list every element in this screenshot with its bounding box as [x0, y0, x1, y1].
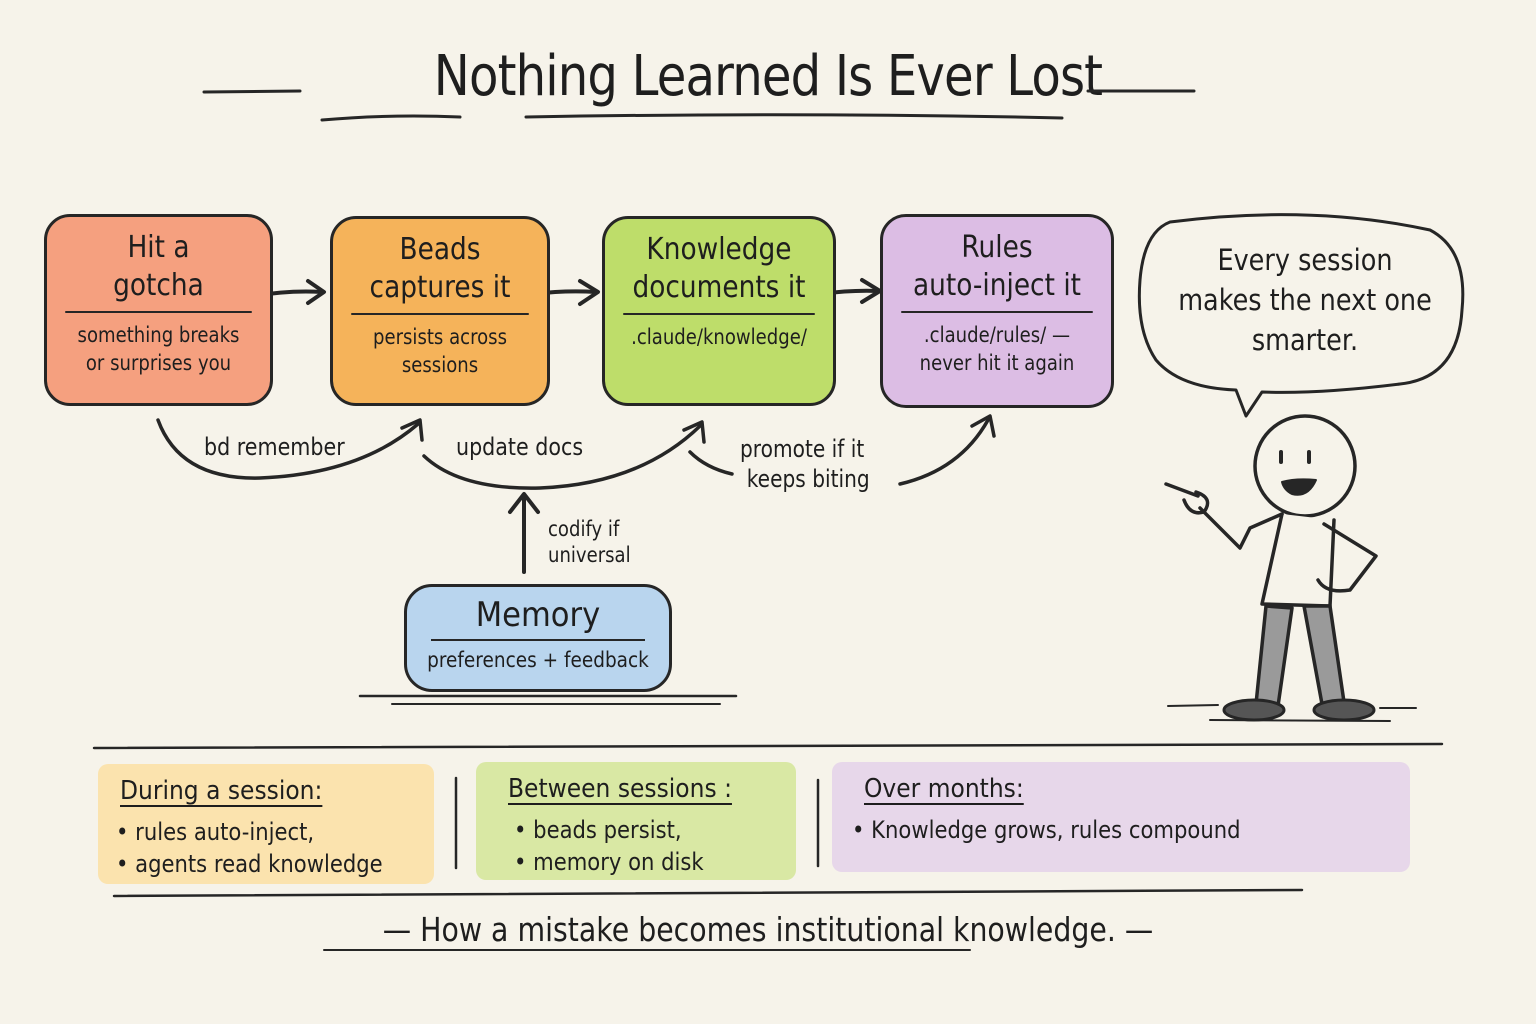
step-divider	[351, 313, 529, 315]
memory-arrow-label-line: universal	[548, 543, 631, 567]
transition-label-line: keeps biting	[746, 465, 870, 493]
step-sub-line: sessions	[401, 353, 479, 377]
timeline-title: Between sessions :	[508, 774, 732, 804]
step-sub-line: .claude/knowledge/	[631, 325, 807, 349]
step-divider	[65, 311, 252, 313]
step-title: Rules auto-inject it	[897, 217, 1098, 305]
step-title-line: Beads	[399, 232, 481, 267]
divider-top	[92, 742, 1444, 750]
timeline-item: • rules auto-inject,	[116, 818, 315, 846]
timeline-item: • Knowledge grows, rules compound	[852, 816, 1241, 844]
step-title-line: Knowledge	[646, 232, 792, 267]
step-rules-auto-inject-it: Rules auto-inject it .claude/rules/ — ne…	[880, 214, 1114, 408]
step-sub-line: persists across	[373, 325, 507, 349]
figure-leg-left	[1254, 604, 1294, 708]
figure-leg-right	[1302, 604, 1346, 706]
curve-arrow-promote-end	[898, 418, 990, 486]
memory-arrow-label-line: codify if	[548, 517, 620, 541]
step-beads-captures-it: Beads captures it persists across sessio…	[330, 216, 550, 406]
timeline-title: Over months:	[864, 774, 1024, 804]
step-title: Beads captures it	[346, 219, 534, 307]
timeline-title: During a session:	[120, 776, 323, 806]
bubble-line: Every session	[1217, 243, 1393, 277]
bubble-line: smarter.	[1251, 323, 1359, 357]
footer-caption: — How a mistake becomes institutional kn…	[382, 910, 1154, 949]
speech-bubble-text: Every session makes the next one smarter…	[1169, 240, 1442, 360]
step-subtitle: persists across sessions	[348, 323, 532, 379]
divider-bottom	[112, 888, 1304, 898]
step-divider	[623, 313, 815, 315]
memory-divider	[431, 639, 645, 641]
step-sub-line: never hit it again	[919, 351, 1075, 375]
step-sub-line: something breaks	[77, 323, 240, 347]
figure-head	[1253, 414, 1357, 518]
curve-arrow-promote-start	[688, 450, 734, 476]
step-title-line: auto-inject it	[912, 268, 1082, 303]
timeline-item: • agents read knowledge	[116, 850, 383, 878]
step-title-line: gotcha	[113, 268, 204, 303]
step-subtitle: something breaks or surprises you	[63, 321, 255, 377]
bubble-line: makes the next one	[1178, 283, 1432, 317]
transition-label-line: promote if it	[740, 435, 865, 463]
step-title: Hit a gotcha	[60, 217, 256, 305]
transition-label-bd-remember: bd remember	[204, 433, 345, 461]
memory-title: Memory	[475, 595, 601, 635]
diagram-title: Nothing Learned Is Ever Lost	[108, 44, 1429, 109]
figure-body	[1260, 512, 1336, 608]
step-title-line: captures it	[369, 270, 511, 305]
memory-subtitle: preferences + feedback	[427, 648, 649, 672]
title-underline-1	[320, 114, 462, 122]
timeline-over-months: Over months: • Knowledge grows, rules co…	[832, 762, 1410, 872]
memory-box: Memory preferences + feedback	[404, 584, 672, 692]
step-subtitle: .claude/rules/ — never hit it again	[899, 321, 1095, 377]
step-hit-a-gotcha: Hit a gotcha something breaks or surpris…	[44, 214, 273, 406]
step-title-line: Rules	[961, 230, 1033, 265]
step-sub-line: .claude/rules/ —	[923, 323, 1071, 347]
title-underline-2	[524, 113, 1064, 120]
step-divider	[901, 311, 1093, 313]
timeline-during-session: During a session: • rules auto-inject, •…	[98, 764, 434, 884]
transition-label-promote: promote if it keeps biting	[740, 434, 870, 494]
memory-arrow-label: codify if universal	[548, 516, 631, 568]
step-knowledge-documents-it: Knowledge documents it .claude/knowledge…	[602, 216, 836, 406]
step-title-line: documents it	[632, 270, 806, 305]
title-text: Nothing Learned Is Ever Lost	[433, 44, 1103, 109]
timeline-item: • memory on disk	[514, 848, 704, 876]
step-subtitle: .claude/knowledge/	[621, 323, 817, 351]
step-title: Knowledge documents it	[619, 219, 820, 307]
step-sub-line: or surprises you	[85, 351, 232, 375]
timeline-item: • beads persist,	[514, 816, 682, 844]
timeline-between-sessions: Between sessions : • beads persist, • me…	[476, 762, 796, 880]
step-title-line: Hit a	[127, 230, 190, 265]
transition-label-update-docs: update docs	[456, 433, 584, 461]
